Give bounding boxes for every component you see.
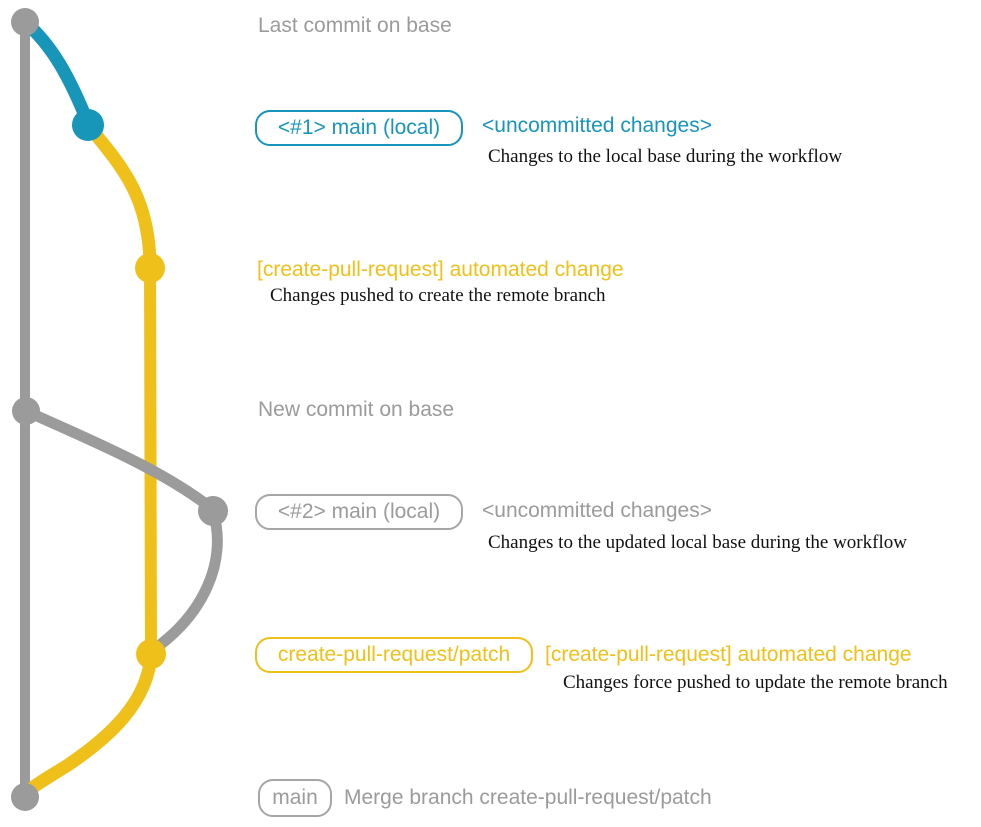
label-uncommitted-changes-2: <uncommitted changes>	[482, 499, 712, 522]
edge-automated-1	[81, 118, 157, 275]
commit-node-uncommitted-2	[198, 496, 228, 526]
commit-node-new-base	[12, 397, 40, 425]
label-last-commit-on-base: Last commit on base	[258, 14, 452, 37]
branch-badge-main-local-2: <#2> main (local)	[255, 494, 463, 530]
desc-automated-change-1: Changes pushed to create the remote bran…	[270, 285, 606, 306]
desc-uncommitted-changes-1: Changes to the local base during the wor…	[488, 146, 843, 167]
commit-graph	[11, 8, 228, 811]
edge-uncommitted-2	[20, 405, 217, 514]
remote-branch-line	[144, 267, 157, 655]
branch-badge-main: main	[258, 779, 332, 817]
commit-node-last-base	[11, 8, 39, 36]
label-merge-branch: Merge branch create-pull-request/patch	[344, 786, 712, 809]
commit-node-automated-1	[135, 253, 165, 283]
commit-node-uncommitted-1	[72, 109, 104, 141]
label-uncommitted-changes-1: <uncommitted changes>	[482, 114, 712, 137]
label-new-commit-on-base: New commit on base	[258, 398, 455, 421]
edge-uncommitted-1	[18, 15, 95, 130]
edge-automated-2	[147, 505, 223, 656]
branch-badge-main-local-1: <#1> main (local)	[255, 110, 463, 146]
label-automated-change-1: [create-pull-request] automated change	[257, 258, 624, 281]
label-automated-change-2: [create-pull-request] automated change	[545, 643, 912, 666]
branch-badge-create-pull-request-patch: create-pull-request/patch	[255, 637, 533, 673]
desc-uncommitted-changes-2: Changes to the updated local base during…	[488, 532, 907, 553]
edge-merge	[19, 647, 158, 801]
desc-automated-change-2: Changes force pushed to update the remot…	[563, 672, 948, 693]
commit-node-automated-2	[136, 639, 166, 669]
commit-node-merge	[11, 783, 39, 811]
